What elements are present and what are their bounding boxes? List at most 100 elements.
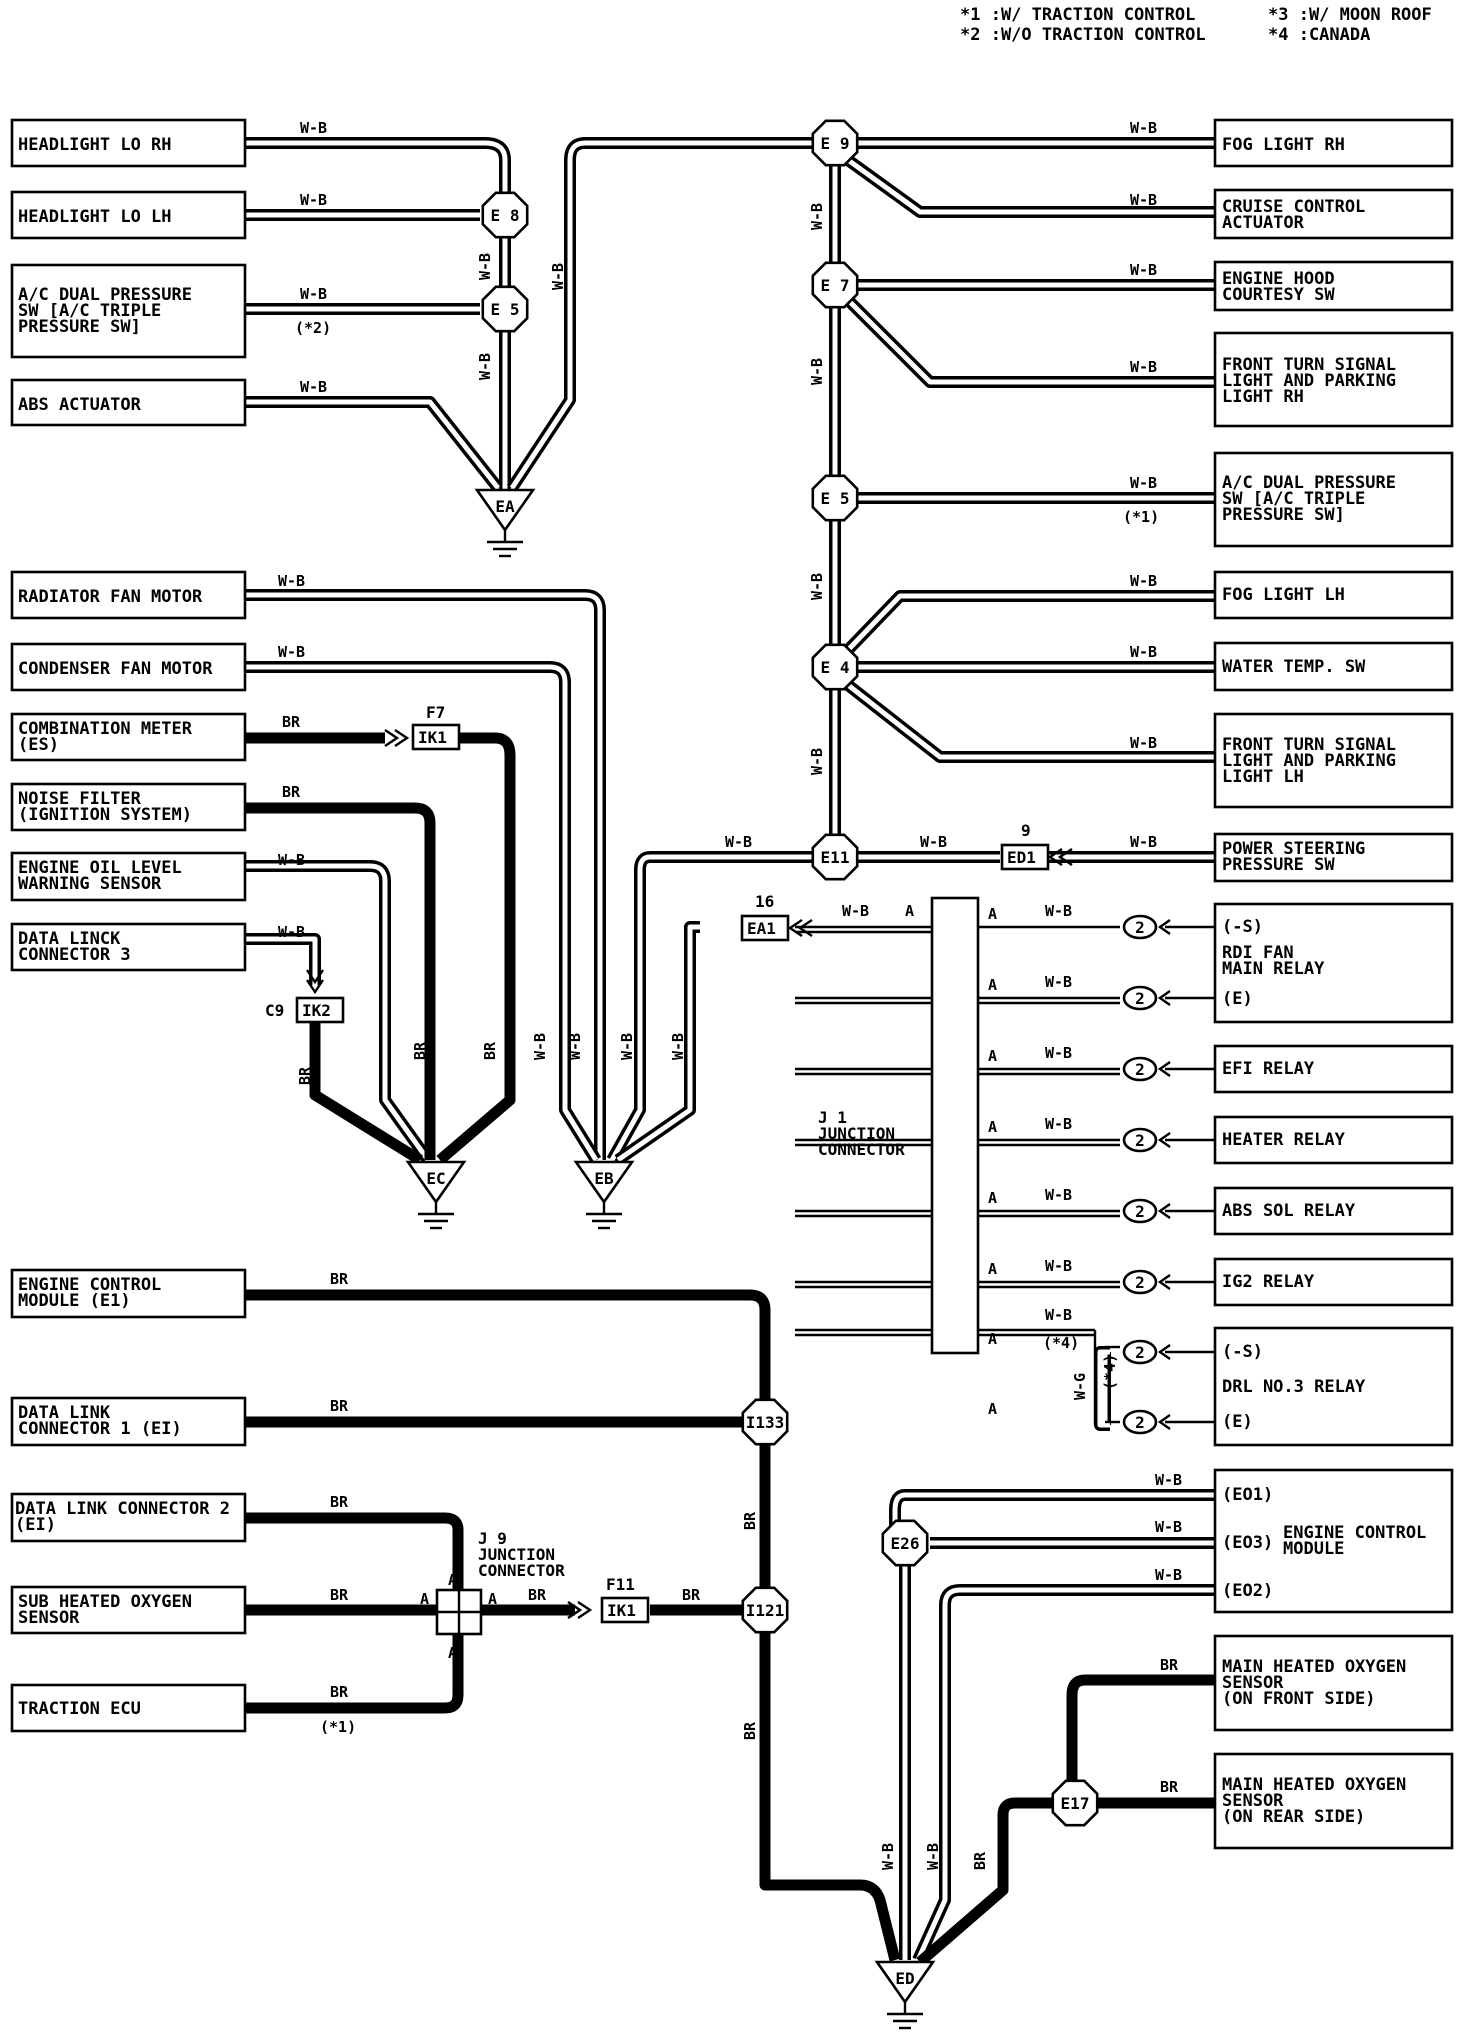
ik1a-arrow xyxy=(384,729,410,747)
ik1b-arrow xyxy=(567,1601,593,1619)
combination-meter-box xyxy=(10,712,247,762)
node-e9-label: E 9 xyxy=(821,134,850,153)
pin-a-label-1: A xyxy=(988,976,997,994)
pin2-arrow-7 xyxy=(1157,1414,1171,1430)
ecm-e1-box xyxy=(10,1268,247,1319)
pin2-circle-7 xyxy=(1122,1409,1158,1435)
ecm-e1-label-1: ENGINE CONTROL xyxy=(18,1275,161,1295)
pin-a-label-2: A xyxy=(988,1047,997,1065)
wire-drl-wg-inner xyxy=(1097,1349,1110,1428)
connectors: IK1 F7 IK2 C9 ED1 9 EA1 16 IK1 F11 xyxy=(265,703,1073,1624)
wire-label-v-15: BR xyxy=(741,1721,759,1740)
wire-label-38: W-B xyxy=(1155,1566,1182,1584)
node-i133-label: I133 xyxy=(746,1413,785,1432)
ground-eb-label: EB xyxy=(594,1169,614,1188)
wire-label-29: BR xyxy=(330,1270,349,1288)
drl-relay-label-3: (E) xyxy=(1222,1412,1253,1432)
rdi-fan-label-1: (-S) xyxy=(1222,917,1263,937)
j9-label-2: JUNCTION xyxy=(478,1545,555,1564)
wire-label-24: W-B xyxy=(278,643,305,661)
wire-label-14: W-B xyxy=(725,833,752,851)
wire-label-21: W-B xyxy=(1045,1257,1072,1275)
ea1-pin-a: A xyxy=(905,902,914,920)
abs-actuator-box xyxy=(10,378,247,427)
wire-label-31: BR xyxy=(330,1493,349,1511)
wire-abs xyxy=(245,396,503,492)
node-e7-shape xyxy=(811,261,859,309)
wire-label-26: W-B xyxy=(278,923,305,941)
pin2-arrow-5 xyxy=(1157,1274,1171,1290)
node-e17-shape xyxy=(1051,1779,1099,1827)
wire-radiator-inner xyxy=(245,592,603,1160)
br-i121-ed xyxy=(759,1630,901,1962)
br-ik2-ec xyxy=(309,1022,423,1165)
pin2-label-3: 2 xyxy=(1135,1131,1145,1150)
wire-label-2: W-B xyxy=(300,285,327,303)
wire-label-22: W-B xyxy=(1045,1306,1072,1324)
wire-label-v-0: W-B xyxy=(476,253,494,280)
j1-junction: J 1 JUNCTION CONNECTOR xyxy=(818,896,980,1355)
ac-dual-right-label-1: A/C DUAL PRESSURE xyxy=(1222,473,1396,493)
j9-pin-a-2: A xyxy=(488,1590,497,1608)
cruise-label-2: ACTUATOR xyxy=(1222,213,1305,233)
wire-label-23: W-B xyxy=(278,572,305,590)
rdi-fan-label-3: MAIN RELAY xyxy=(1222,959,1325,979)
pin2-circle-5 xyxy=(1122,1269,1158,1295)
pin2-circle-3 xyxy=(1122,1127,1158,1153)
note-ac-right: (*1) xyxy=(1123,508,1159,526)
j9-label-1: J 9 xyxy=(478,1529,507,1548)
br-wires xyxy=(245,732,1215,1967)
wire-label-0: W-B xyxy=(300,119,327,137)
combination-meter-label-2: (ES) xyxy=(18,735,59,755)
br-ik1-ec xyxy=(436,732,516,1165)
node-e5r-shape xyxy=(811,474,859,522)
radiator-fan-box xyxy=(10,570,247,620)
ed1-pin: 9 xyxy=(1021,821,1031,840)
wire-dlc3-inner xyxy=(245,936,318,985)
node-e5l-label: E 5 xyxy=(491,300,520,319)
pin-a-label-4: A xyxy=(988,1189,997,1207)
wire-label-8: W-B xyxy=(1130,474,1157,492)
ecm-e1-label-2: MODULE (E1) xyxy=(18,1291,131,1311)
wire-label-4: W-B xyxy=(1130,119,1157,137)
br-ecm xyxy=(245,1289,771,1400)
pin2-label-4: 2 xyxy=(1135,1202,1145,1221)
pin2-label-1: 2 xyxy=(1135,989,1145,1008)
noise-filter-label-1: NOISE FILTER xyxy=(18,789,142,809)
note-traction: (*1) xyxy=(320,1718,356,1736)
efi-relay-box xyxy=(1213,1044,1454,1094)
water-temp-box xyxy=(1213,641,1454,692)
ac-dual-right-label-2: SW [A/C TRIPLE xyxy=(1222,489,1365,509)
wire-label-1: W-B xyxy=(300,191,327,209)
wire-label-v-19: W-G xyxy=(1071,1373,1089,1400)
pin-a-label-3: A xyxy=(988,1118,997,1136)
turn-rh-label-3: LIGHT RH xyxy=(1222,387,1304,407)
node-e11-label: E11 xyxy=(821,848,850,867)
node-e26-shape xyxy=(881,1519,929,1567)
wire-label-18: W-B xyxy=(1045,1044,1072,1062)
headlight-lo-lh-box xyxy=(10,190,247,240)
br-noise xyxy=(245,802,436,1160)
wire-oil-inner xyxy=(245,863,431,1162)
hood-box xyxy=(1213,260,1454,312)
node-i133-shape xyxy=(741,1398,789,1446)
left-components: HEADLIGHT LO RH HEADLIGHT LO LH A/C DUAL… xyxy=(10,118,247,1733)
note-ac-left: (*2) xyxy=(295,319,331,337)
node-e5l-shape xyxy=(481,285,529,333)
pin2-arrow-6 xyxy=(1157,1344,1171,1360)
rdi-fan-box xyxy=(1213,902,1454,1024)
abs-sol-label: ABS SOL RELAY xyxy=(1222,1201,1356,1221)
wire-label-16: W-B xyxy=(1045,902,1072,920)
j1-label-2: JUNCTION xyxy=(818,1124,895,1143)
node-i121-label: I121 xyxy=(746,1601,785,1620)
turn-lh-box xyxy=(1213,712,1454,809)
wire-label-v-1: W-B xyxy=(476,353,494,380)
pin2-label-2: 2 xyxy=(1135,1060,1145,1079)
wire-label-v-8: W-B xyxy=(566,1033,584,1060)
pin2-circle-4 xyxy=(1122,1198,1158,1224)
hood-label-2: COURTESY SW xyxy=(1222,285,1335,305)
data-link-1-box xyxy=(10,1396,247,1447)
data-link-2-label-1: DATA LINK CONNECTOR 2 xyxy=(15,1499,230,1519)
ik1a-connector xyxy=(411,723,461,751)
ea1-arrow xyxy=(787,919,813,937)
